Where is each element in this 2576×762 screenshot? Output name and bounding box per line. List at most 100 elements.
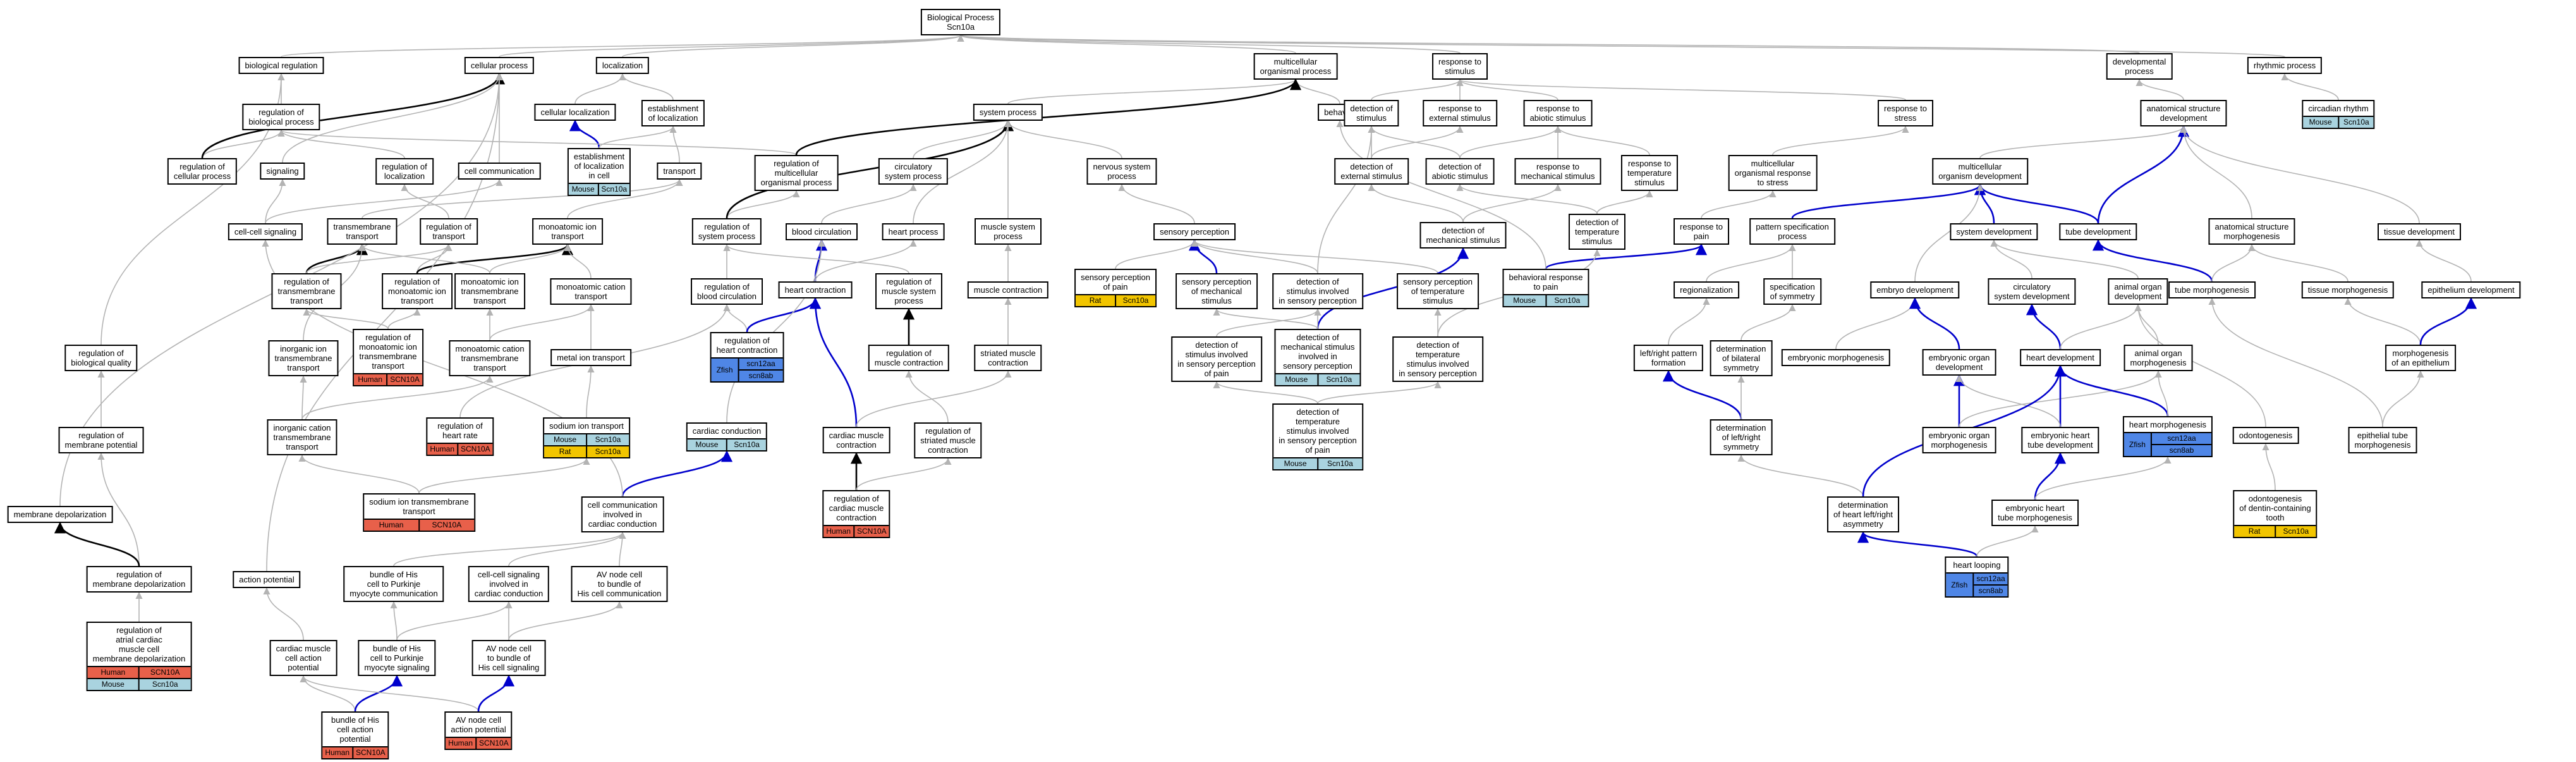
go-term-node: animal organ development xyxy=(2108,278,2168,305)
go-term-label: regulation of monoatomic ion transport xyxy=(388,277,446,305)
edge xyxy=(619,73,674,101)
go-term-node: monoatomic ion transmembrane transport xyxy=(454,273,525,309)
edge xyxy=(913,120,1012,224)
go-term-label: sensory perception of mechanical stimulu… xyxy=(1182,277,1251,305)
go-term-label: transport xyxy=(663,166,696,176)
go-term-label: sensory perception xyxy=(1160,227,1229,237)
edge xyxy=(361,178,683,219)
go-term-label: regulation of cardiac muscle contraction xyxy=(829,494,884,522)
go-term-node: bundle of His cell to Purkinje myocyte c… xyxy=(343,566,444,602)
species-label: Rat xyxy=(1089,296,1102,305)
gene-label: scn8ab xyxy=(2151,444,2212,456)
go-term-node: animal organ morphogenesis xyxy=(2123,345,2193,371)
go-term-node: response to mechanical stimulus xyxy=(1514,158,1601,185)
edge xyxy=(416,243,573,274)
go-term-label: animal organ morphogenesis xyxy=(2130,348,2187,367)
go-term-label: regulation of localization xyxy=(382,162,427,181)
edge xyxy=(957,34,2140,54)
go-term-node: tissue morphogenesis xyxy=(2301,281,2395,298)
go-term-node: detection of temperature stimulus involv… xyxy=(1392,336,1483,382)
go-term-label: regulation of biological quality xyxy=(71,348,131,367)
go-term-node: determination of bilateral symmetry xyxy=(1710,340,1773,376)
go-term-node: odontogenesis of dentin-containing tooth… xyxy=(2233,490,2318,538)
go-term-node: membrane depolarization xyxy=(7,506,113,523)
edge xyxy=(303,308,389,329)
gene-label: SCN10A xyxy=(853,526,889,537)
edge xyxy=(2060,304,2142,350)
edge xyxy=(905,370,949,423)
go-term-node: detection of mechanical stimulus xyxy=(1419,222,1507,249)
edge xyxy=(1662,370,1742,420)
go-term-node: heart contraction xyxy=(778,281,853,298)
edge xyxy=(2034,456,2172,500)
edge xyxy=(201,73,505,159)
go-term-label: cardiac muscle cell action potential xyxy=(276,644,331,672)
edge xyxy=(306,243,453,274)
edge xyxy=(2034,452,2067,500)
go-term-node: regionalization xyxy=(1674,281,1739,298)
go-term-node: blood circulation xyxy=(786,223,858,240)
go-term-label: bundle of His cell to Purkinje myocyte c… xyxy=(349,570,438,598)
go-term-node: embryonic organ morphogenesis xyxy=(1922,427,1996,453)
go-term-node: regulation of transmembrane transport xyxy=(271,273,342,309)
go-term-node: detection of stimulus involved in sensor… xyxy=(1171,336,1262,382)
go-term-label: behavioral response to pain xyxy=(1509,273,1583,292)
species-label: Human xyxy=(430,445,454,453)
go-term-node: regulation of cellular process xyxy=(167,158,238,185)
edge xyxy=(1456,78,1906,101)
edge xyxy=(477,675,515,712)
species-label: Mouse xyxy=(571,185,595,194)
edge xyxy=(508,531,626,567)
go-term-node: regulation of blood circulation xyxy=(691,278,763,305)
go-term-label: regulation of atrial cardiac muscle cell… xyxy=(92,625,186,663)
edge xyxy=(621,450,733,497)
edge xyxy=(1213,308,1318,329)
go-term-label: circulatory system development xyxy=(1994,282,2070,301)
go-term-node: response to pain xyxy=(1674,218,1729,245)
go-term-label: regulation of heart rate xyxy=(437,421,483,440)
go-term-label: localization xyxy=(602,61,643,70)
gene-label: SCN10A xyxy=(457,444,493,455)
edge xyxy=(1118,183,1195,224)
go-term-label: sodium ion transport xyxy=(549,421,624,431)
go-term-node: AV node cell to bundle of His cell commu… xyxy=(571,566,668,602)
species-label: Human xyxy=(379,520,404,529)
go-term-label: tube development xyxy=(2065,227,2131,237)
go-term-node: detection of stimulus xyxy=(1344,100,1399,126)
go-term-node: nervous system process xyxy=(1086,158,1157,185)
go-term-node: epithelium development xyxy=(2421,281,2521,298)
go-term-label: regulation of membrane depolarization xyxy=(92,570,186,589)
edge xyxy=(416,243,453,274)
go-term-node: tissue development xyxy=(2377,223,2462,240)
go-term-node: system development xyxy=(1950,223,2038,240)
edge xyxy=(2180,125,2420,224)
go-term-node: heart development xyxy=(2020,349,2101,366)
go-term-node: sensory perception xyxy=(1153,223,1236,240)
gene-label: SCN10A xyxy=(352,747,388,758)
edge xyxy=(1368,125,1461,159)
go-term-node: detection of external stimulus xyxy=(1334,158,1409,185)
go-term-node: embryonic heart tube development xyxy=(2021,427,2099,453)
go-term-label: regulation of biological process xyxy=(248,108,314,126)
go-term-node: response to stimulus xyxy=(1432,53,1488,80)
edge xyxy=(723,243,909,274)
go-term-node: multicellular organismal response to str… xyxy=(1728,155,1818,191)
go-term-label: inorganic cation transmembrane transport xyxy=(273,423,331,452)
go-term-label: response to external stimulus xyxy=(1429,104,1491,123)
go-term-node: Biological Process Scn10a xyxy=(920,9,1001,35)
species-label: Mouse xyxy=(554,435,577,444)
go-term-label: heart looping xyxy=(1953,560,2001,570)
go-term-node: striated muscle contraction xyxy=(974,345,1042,371)
go-term-label: tissue development xyxy=(2383,227,2455,237)
gene-label: scn12aa xyxy=(2167,434,2196,443)
edge xyxy=(1772,125,1909,156)
go-term-label: response to temperature stimulus xyxy=(1627,159,1672,187)
gene-label: scn8ab xyxy=(739,369,783,381)
edge xyxy=(567,178,683,219)
go-term-label: establishment of localization xyxy=(647,104,699,123)
